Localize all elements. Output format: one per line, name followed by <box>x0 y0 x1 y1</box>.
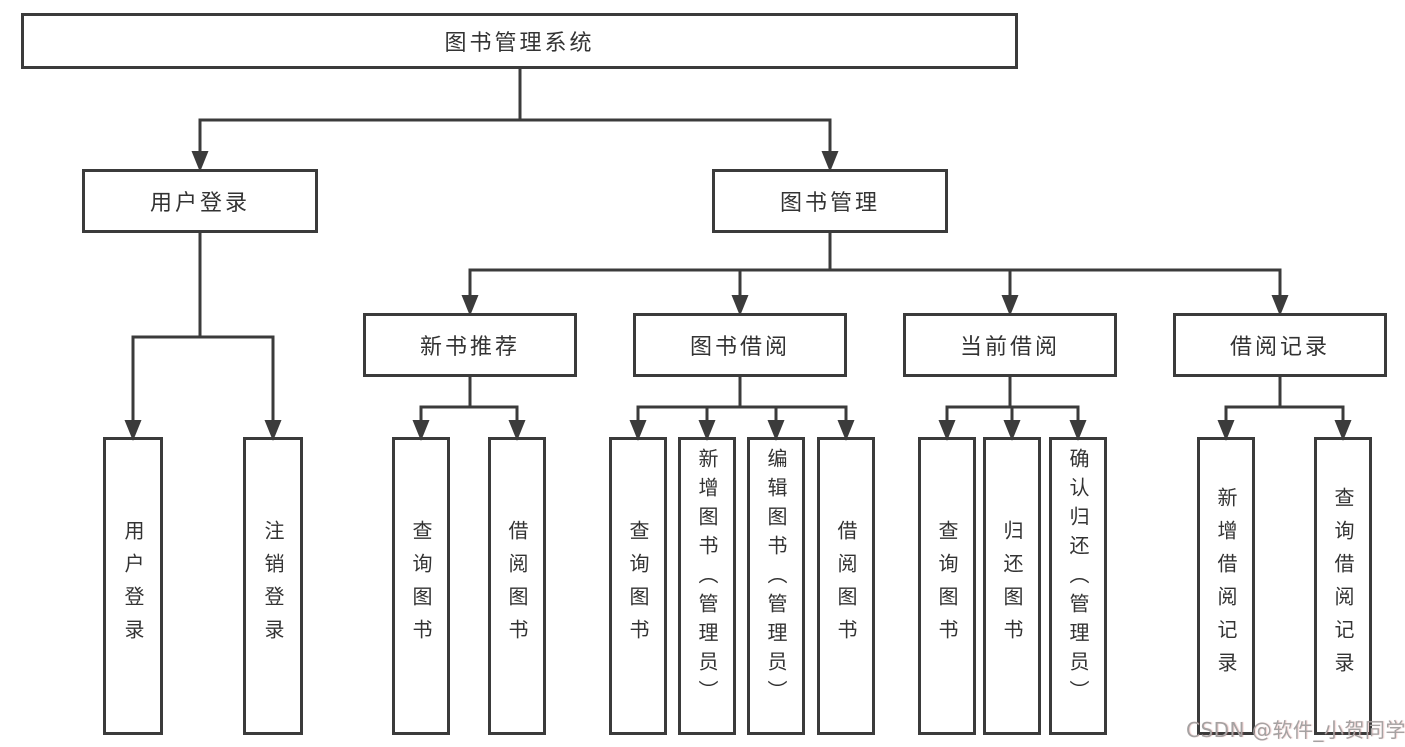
node-borrow-records: 借阅记录 <box>1173 313 1387 377</box>
connector-new-book-branch <box>412 376 526 441</box>
leaf-borrow-query-books: 查询图书 <box>609 437 667 735</box>
leaf-borrow-books: 借阅图书 <box>817 437 875 735</box>
leaf-confirm-return-admin: 确认归还（管理员） <box>1049 437 1107 735</box>
leaf-add-borrow-record: 新增借阅记录 <box>1197 437 1255 735</box>
leaf-return-books: 归还图书 <box>983 437 1041 735</box>
leaf-recommend-borrow-books: 借阅图书 <box>488 437 546 735</box>
node-library-management-system: 图书管理系统 <box>21 13 1018 69</box>
node-book-borrow: 图书借阅 <box>633 313 847 377</box>
node-current-borrow: 当前借阅 <box>903 313 1117 377</box>
leaf-current-query-books: 查询图书 <box>918 437 976 735</box>
connector-book-borrow-branch <box>629 376 855 441</box>
leaf-query-borrow-record: 查询借阅记录 <box>1314 437 1372 735</box>
csdn-watermark: CSDN @软件_小贺同学 <box>1186 718 1405 742</box>
node-new-book-recommend: 新书推荐 <box>363 313 577 377</box>
leaf-edit-books-admin: 编辑图书（管理员） <box>747 437 805 735</box>
node-user-login: 用户登录 <box>82 169 318 233</box>
leaf-user-login: 用户登录 <box>103 437 163 735</box>
connector-user-login-branch <box>124 232 282 441</box>
connector-root-to-level2 <box>191 68 839 172</box>
connector-current-borrow-branch <box>938 376 1087 441</box>
leaf-logout: 注销登录 <box>243 437 303 735</box>
connector-borrow-records-branch <box>1217 376 1352 441</box>
connector-book-management-branch <box>461 232 1289 316</box>
leaf-recommend-query-books: 查询图书 <box>392 437 450 735</box>
leaf-add-books-admin: 新增图书（管理员） <box>678 437 736 735</box>
node-book-management: 图书管理 <box>712 169 948 233</box>
